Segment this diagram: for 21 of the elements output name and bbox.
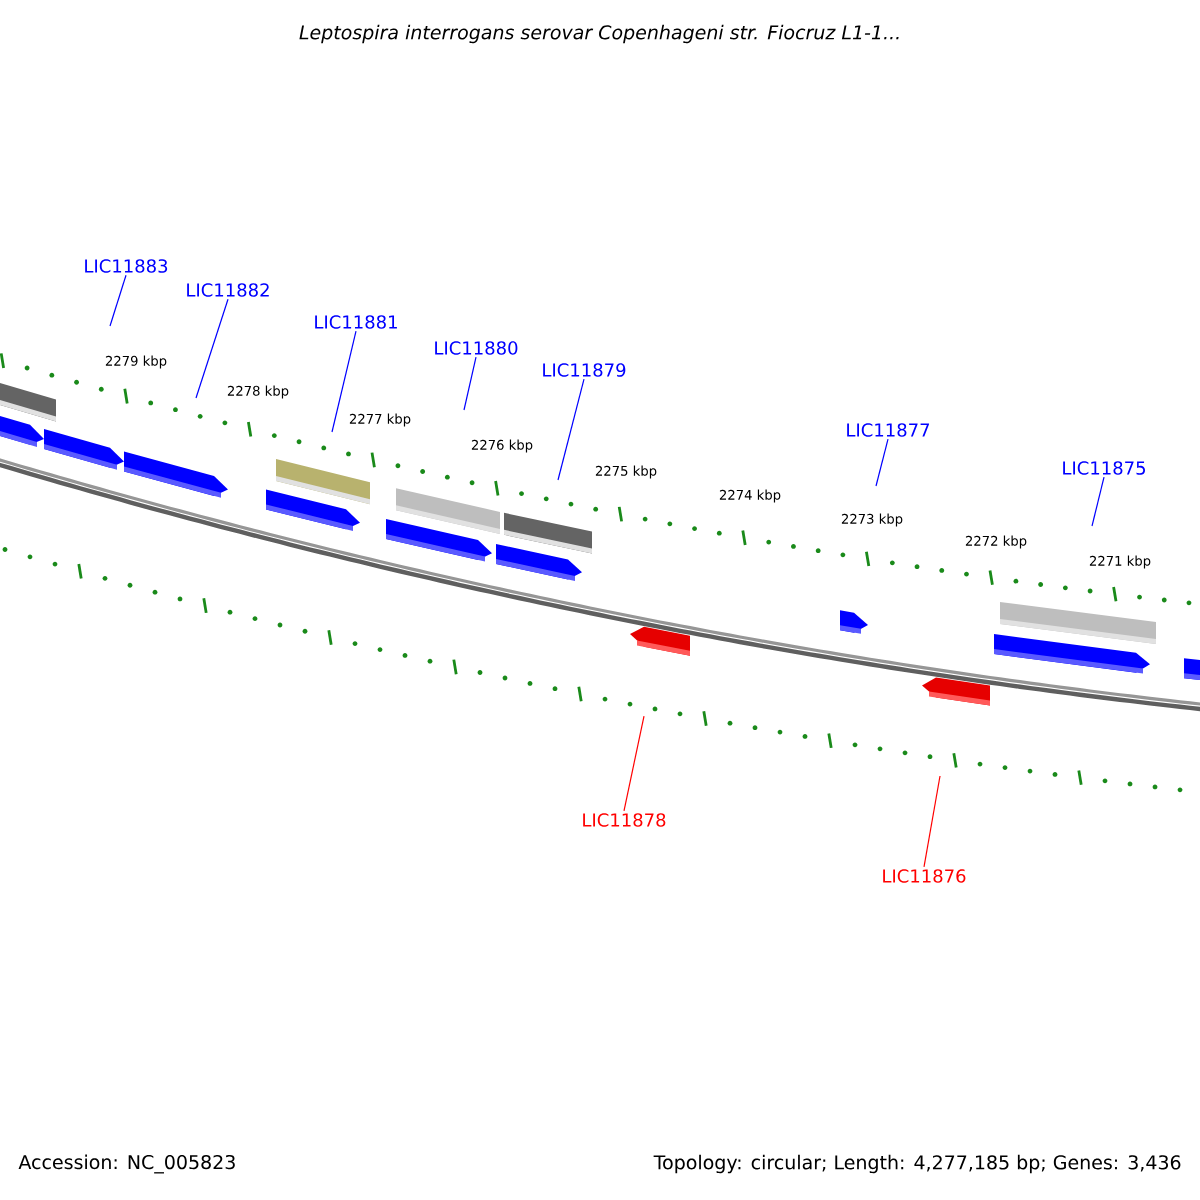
leader-line (923, 775, 941, 868)
title: Leptospira interrogans serovar Copenhageni str. Fiocruz L1-1... (299, 24, 899, 44)
gene-label: LIC11883 (85, 259, 168, 273)
accession-label: Accession: NC_005823 (18, 1154, 235, 1174)
gene-label: LIC11879 (543, 363, 626, 377)
leader-line (331, 330, 357, 433)
leader-line (557, 378, 585, 481)
gene-label: LIC11878 (583, 813, 666, 827)
gene-label: LIC11882 (187, 283, 269, 297)
leader-line (1091, 476, 1105, 527)
gene-label: LIC11876 (883, 869, 966, 883)
genome-info: Topology: circular; Length: 4,277,185 bp; Genes: 3,436 (653, 1154, 1181, 1174)
leader-line (195, 298, 229, 399)
gene-label: LIC11875 (1063, 461, 1145, 475)
gene-label: LIC11880 (435, 341, 518, 355)
leader-line (875, 438, 889, 487)
leader-line (463, 356, 477, 411)
leader-line (109, 274, 127, 327)
gene-label: LIC11877 (847, 423, 930, 437)
gene-label: LIC11881 (315, 315, 397, 329)
leader-line (623, 715, 645, 812)
